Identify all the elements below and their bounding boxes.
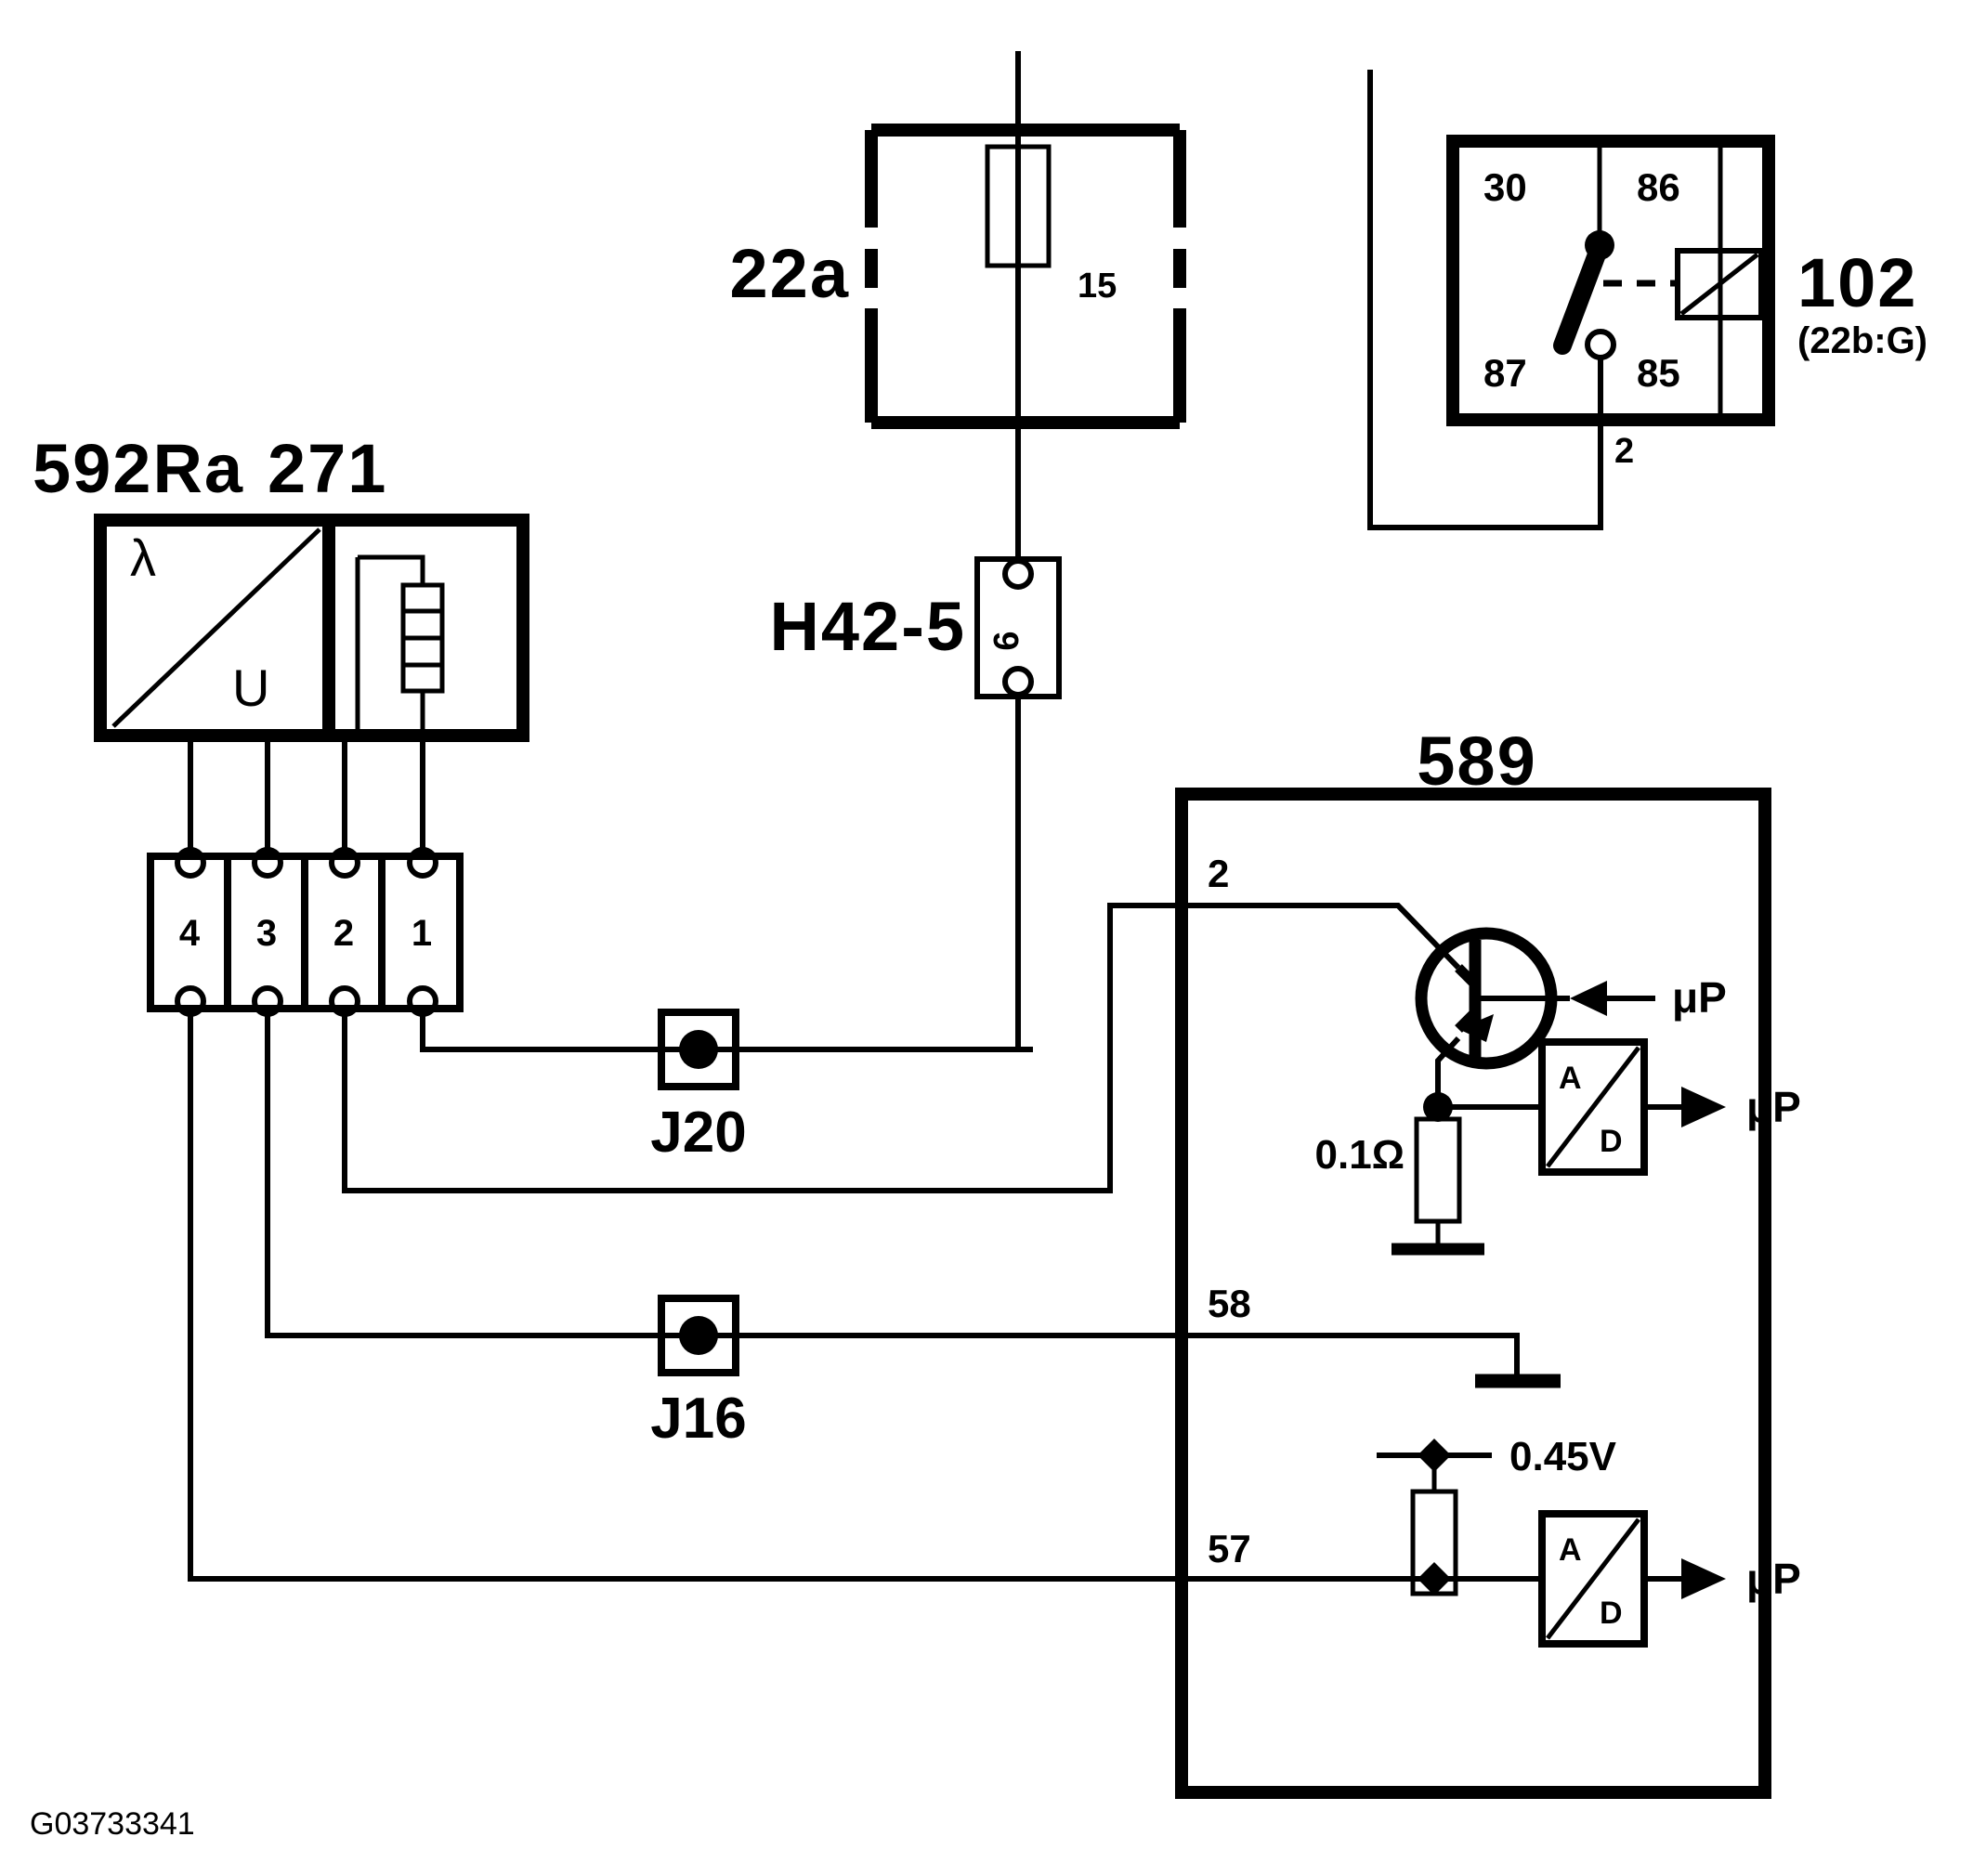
cavity-top-pin4 <box>175 847 206 879</box>
adc-upper-digital-label: D <box>1600 1124 1623 1159</box>
connector-h42-5-cavity-top <box>1002 558 1034 590</box>
cavity-top-pin3 <box>252 847 283 879</box>
relay-sub-label: (22b:G) <box>1797 320 1927 361</box>
micro-label-adc-lower: μP <box>1746 1555 1801 1603</box>
relay-label-102: 102 <box>1797 244 1917 321</box>
voltage-symbol: U <box>232 658 269 717</box>
sensor-label-592Ra: 592Ra <box>33 430 244 507</box>
output-transistor-emitter-lead <box>1455 964 1479 988</box>
shunt-resistor-label: 0.1Ω <box>1315 1132 1405 1178</box>
relay-external-feed-wire <box>1367 70 1603 530</box>
ecm-terminal-58-label: 58 <box>1208 1282 1251 1325</box>
splice-j16-dot <box>679 1316 718 1355</box>
sensor-cell-diagonal <box>111 528 321 728</box>
relay-terminal-30: 30 <box>1483 165 1527 209</box>
relay-terminal-87: 87 <box>1483 351 1527 395</box>
ecm-terminal-2-label: 2 <box>1208 852 1229 895</box>
ecm-housing-box <box>1175 788 1771 1799</box>
ecm-terminal-57-label: 57 <box>1208 1527 1251 1570</box>
adc-upper-output-arrow <box>1681 1087 1726 1127</box>
cavity-top-pin1 <box>407 847 438 879</box>
splice-j20-dot <box>679 1030 718 1069</box>
adc-lower-output-arrow <box>1681 1558 1726 1599</box>
inline-connector-h42-5-group: H42-5 6 <box>769 556 1062 1049</box>
pin-label-2: 2 <box>333 913 354 954</box>
splice-j20-group: J20 <box>650 1009 747 1165</box>
fuse-box-group: 22a 15 <box>730 51 1186 557</box>
fuse-number-15: 15 <box>1078 267 1117 306</box>
lambda-symbol: λ <box>130 528 156 587</box>
diagram-footer-id: G03733341 <box>30 1806 195 1842</box>
adc-upper-analog-label: A <box>1559 1061 1582 1096</box>
adc-upper-diagonal <box>1546 1046 1640 1168</box>
relay-wire-label-2: 2 <box>1614 432 1634 471</box>
pin-label-3: 3 <box>256 913 277 954</box>
relay-terminal-85: 85 <box>1637 351 1680 395</box>
micro-label-base: μP <box>1672 973 1727 1022</box>
micro-label-adc-upper: μP <box>1746 1083 1801 1131</box>
relay-terminal-86: 86 <box>1637 165 1680 209</box>
relay-coil-box <box>1675 248 1764 320</box>
relay-102-group: 30 86 87 85 2 102 (22b:G) <box>1367 70 1927 530</box>
sensor-housing-box <box>94 514 529 742</box>
harness-wires <box>188 903 1182 1582</box>
connector-h42-5-cavity-bottom <box>1002 666 1034 697</box>
sensor-lead-wires <box>188 736 425 856</box>
output-transistor-collector-lead <box>1455 1009 1479 1033</box>
sensor-label-271: 271 <box>268 430 387 507</box>
collector-down-wire <box>1435 1036 1461 1103</box>
pin-label-1: 1 <box>412 913 432 954</box>
relay-housing-box <box>1446 135 1775 426</box>
output-transistor-arrow <box>1458 1014 1494 1042</box>
cavity-top-pin2 <box>329 847 360 879</box>
wire-pin2-to-ecm-terminal-2 <box>342 903 1182 1193</box>
splice-j20-label: J20 <box>650 1101 746 1165</box>
transistor-base-input-arrow <box>1570 981 1607 1016</box>
signal-node-junction <box>1418 1562 1451 1596</box>
wire-pin3-to-ecm-terminal-58 <box>265 1009 1182 1338</box>
adc-lower-diagonal <box>1546 1518 1640 1640</box>
relay-switch-arm <box>1553 238 1609 355</box>
oxygen-sensor-group: 592Ra 271 λ U <box>33 430 529 742</box>
wire-pin4-to-ecm-terminal-57 <box>188 1009 1182 1582</box>
heater-loop-top <box>358 554 425 585</box>
splice-j16-label: J16 <box>650 1387 746 1451</box>
ecm-terminal-58-internal-wire <box>1182 1333 1520 1381</box>
reference-voltage-label: 0.45V <box>1509 1434 1617 1479</box>
connector-h42-5-cavity-number: 6 <box>987 631 1026 650</box>
ecm-label-589: 589 <box>1417 723 1536 800</box>
ecm-589-group: 589 2 μP 0.1Ω A D μP 58 <box>1175 723 1801 1799</box>
adc-lower-analog-label: A <box>1559 1532 1582 1568</box>
pin-label-4: 4 <box>179 913 201 954</box>
relay-coil-diagonal <box>1679 253 1759 316</box>
connector-block-group: 4 3 2 1 <box>147 847 464 1017</box>
fuse-box-label-22a: 22a <box>730 235 850 312</box>
splice-j16-group: J16 <box>650 1295 747 1451</box>
adc-lower-digital-label: D <box>1600 1596 1623 1631</box>
connector-h42-5-label: H42-5 <box>769 588 966 665</box>
wire-pin1-to-j20 <box>420 1009 1033 1052</box>
